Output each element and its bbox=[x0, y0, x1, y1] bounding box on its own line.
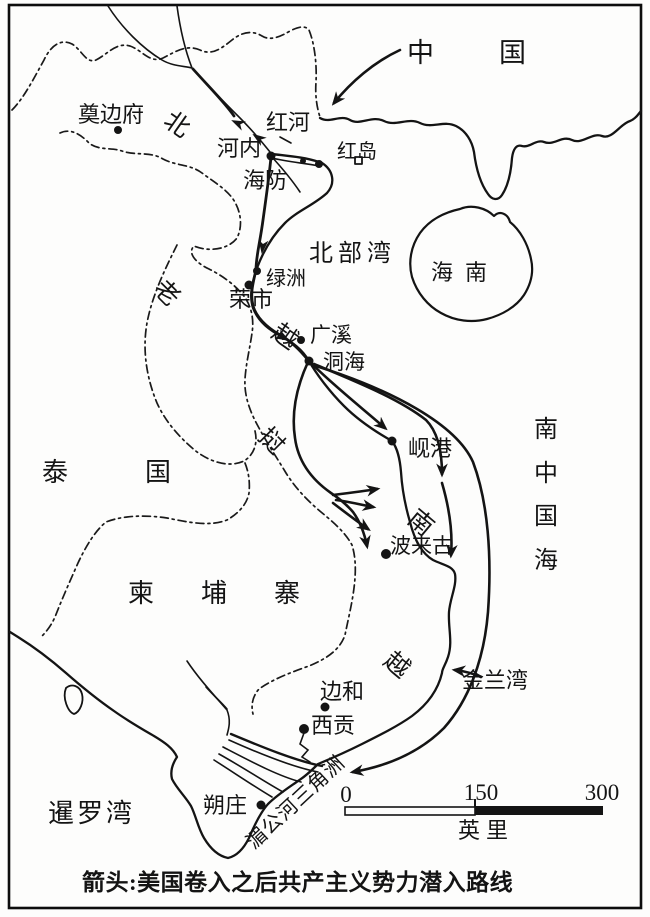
label-luc-chau: 绿洲 bbox=[266, 267, 306, 290]
border-china-vietnam bbox=[11, 26, 321, 118]
label-north-vietnam-1: 北 bbox=[159, 107, 195, 143]
scale-bar: 0 150 300 英里 bbox=[340, 780, 619, 843]
dot-saigon bbox=[299, 724, 309, 734]
label-cam-ranh-bay: 金兰湾 bbox=[462, 668, 528, 693]
label-bien-hoa: 边和 bbox=[320, 679, 364, 704]
label-gulf-of-tonkin: 北部湾 bbox=[309, 240, 396, 267]
mekong-channel-2 bbox=[228, 739, 319, 773]
label-laos-1: 老 bbox=[148, 274, 185, 311]
border-thailand-cambodia bbox=[41, 462, 251, 637]
hainan-island bbox=[409, 205, 534, 323]
scale-start: 0 bbox=[340, 782, 352, 807]
label-quang-khe: 广溪 bbox=[310, 323, 352, 347]
dot-luc-chau bbox=[253, 267, 261, 275]
scale-bar-right-segment bbox=[475, 806, 603, 815]
phu-quoc-islet bbox=[63, 684, 84, 715]
dot-dien-bien-phu bbox=[114, 126, 122, 134]
label-haiphong: 海防 bbox=[243, 168, 287, 193]
arrowhead-coastal-1 bbox=[258, 239, 269, 254]
route-coast-quinhon bbox=[440, 481, 458, 559]
scale-middle: 150 bbox=[464, 780, 499, 805]
black-river bbox=[107, 5, 193, 69]
map-frame bbox=[7, 3, 643, 910]
label-soc-trang: 朔庄 bbox=[203, 793, 247, 818]
cambodia-river-trib bbox=[205, 686, 228, 710]
label-dien-bien-phu: 奠边府 bbox=[78, 102, 144, 127]
hanoi-haiphong-rail bbox=[271, 157, 320, 167]
scale-end: 300 bbox=[585, 780, 620, 805]
arrowhead-red-river-2 bbox=[252, 133, 267, 146]
dot-bien-hoa bbox=[320, 702, 330, 712]
border-laos-vietnam bbox=[59, 130, 357, 715]
dot-da-nang bbox=[387, 436, 397, 446]
dot-hanoi bbox=[266, 151, 276, 161]
scale-bar-left-segment bbox=[344, 806, 476, 816]
coastline-china bbox=[318, 109, 643, 201]
map-caption: 箭头:美国卷入之后共产主义势力潜入路线 bbox=[82, 869, 513, 895]
route-fan-3 bbox=[331, 501, 371, 532]
route-camranh-leader bbox=[451, 665, 483, 679]
label-pleiku: 波来古 bbox=[390, 534, 453, 558]
dot-rail-mid bbox=[300, 158, 306, 164]
mekong-channel-3 bbox=[222, 746, 302, 783]
coastline-vietnam bbox=[8, 161, 457, 860]
route-offshore-long bbox=[314, 364, 491, 776]
scale-unit: 英里 bbox=[458, 818, 514, 843]
dot-pleiku bbox=[381, 549, 391, 559]
label-scs-4: 海 bbox=[534, 547, 558, 574]
dot-haiphong bbox=[315, 160, 323, 168]
label-scs-3: 国 bbox=[534, 504, 558, 530]
label-gulf-of-siam: 暹罗湾 bbox=[48, 799, 135, 828]
mekong-channel-4 bbox=[218, 753, 284, 793]
dot-soc-trang bbox=[256, 800, 266, 810]
label-china: 中国 bbox=[407, 38, 591, 68]
route-red-river bbox=[191, 67, 236, 118]
hanoi-haiphong-road bbox=[270, 152, 321, 164]
hon-gai-islet bbox=[354, 156, 363, 165]
label-hanoi: 河内 bbox=[217, 136, 261, 161]
route-to-danang bbox=[309, 361, 388, 431]
route-from-china bbox=[331, 48, 402, 106]
label-scs-1: 南 bbox=[534, 416, 558, 443]
label-scs-2: 中 bbox=[534, 460, 558, 487]
label-dong-hoi: 洞海 bbox=[323, 350, 365, 374]
arrowhead-coastal-2 bbox=[275, 329, 290, 341]
label-hon-gai: 红岛 bbox=[337, 140, 377, 163]
dot-quang-khe bbox=[297, 336, 305, 344]
red-river-label-tick bbox=[279, 136, 292, 144]
label-da-nang: 岘港 bbox=[408, 436, 452, 461]
label-south-vietnam-2: 越 bbox=[378, 646, 415, 684]
mekong-channel-5 bbox=[213, 759, 273, 798]
cambodia-river bbox=[186, 660, 231, 736]
label-vinh: 荣市 bbox=[229, 287, 273, 312]
route-fan-1 bbox=[331, 484, 381, 497]
arrowhead-red-river-1 bbox=[231, 120, 246, 131]
label-saigon: 西贡 bbox=[311, 713, 355, 738]
border-thailand bbox=[144, 244, 257, 465]
label-hainan: 海南 bbox=[431, 260, 499, 285]
red-river-upper bbox=[176, 5, 193, 69]
dot-dong-hoi bbox=[304, 356, 314, 366]
mekong-channel-1 bbox=[229, 732, 324, 768]
dot-vinh bbox=[244, 280, 254, 290]
label-cambodia: 柬埔寨 bbox=[128, 579, 347, 608]
saigon-river bbox=[299, 732, 311, 763]
label-thailand: 泰国 bbox=[42, 458, 248, 487]
label-red-river: 红河 bbox=[266, 110, 310, 135]
route-fan-2 bbox=[334, 498, 377, 511]
